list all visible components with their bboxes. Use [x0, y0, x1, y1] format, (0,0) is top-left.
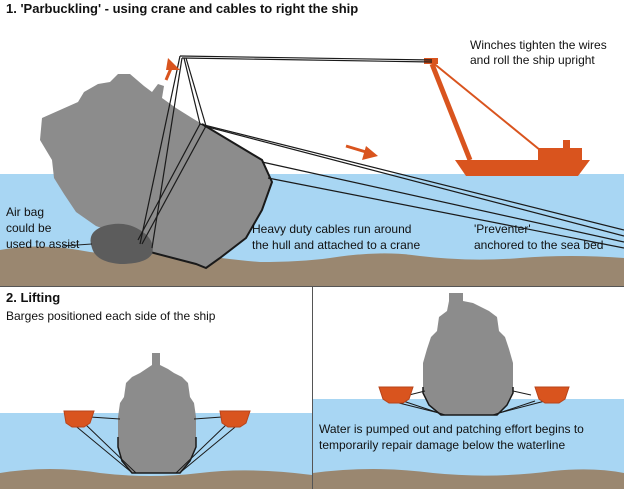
- pumping-panel: Water is pumped out and patching effort …: [313, 287, 624, 489]
- ship-hull-outline: [137, 123, 274, 270]
- panel-2-subtitle: Barges positioned each side of the ship: [6, 309, 216, 323]
- pumping-illustration: [313, 293, 624, 489]
- airbag-label-line-1: Air bag: [6, 205, 45, 219]
- panel-1-title: 1. 'Parbuckling' - using crane and cable…: [6, 1, 359, 16]
- right-barge: [534, 386, 570, 404]
- parbuckling-panel: 1. 'Parbuckling' - using crane and cable…: [0, 0, 624, 286]
- arrow-right-icon: [345, 144, 378, 160]
- lifting-illustration: [0, 353, 312, 489]
- right-barge: [219, 410, 251, 428]
- parbuckling-illustration: [0, 55, 624, 286]
- winch-label-line-1: Winches tighten the wires: [470, 38, 607, 52]
- left-barge: [63, 410, 95, 428]
- sea-bed: [0, 246, 624, 286]
- cables-label-line-2: the hull and attached to a crane: [252, 238, 421, 252]
- pumping-caption-line-1: Water is pumped out and patching effort …: [319, 422, 584, 436]
- ship-hull-outline: [117, 437, 197, 474]
- panel-2-title: 2. Lifting: [6, 290, 61, 305]
- preventer-label-line-2: anchored to the sea bed: [474, 238, 604, 252]
- cables: [137, 55, 624, 249]
- ship-hull-outline: [422, 387, 514, 416]
- winch-label-line-2: and roll the ship upright: [470, 53, 595, 67]
- upright-ship: [118, 353, 196, 473]
- raised-ship: [423, 293, 513, 415]
- air-bag-pointer: [61, 243, 93, 247]
- cables-label-line-1: Heavy duty cables run around: [252, 222, 412, 236]
- arrow-up-icon: [164, 58, 180, 81]
- preventer-label-line-1: 'Preventer': [474, 222, 531, 236]
- sea-bed: [313, 469, 624, 489]
- left-barge: [378, 386, 414, 404]
- cables: [71, 416, 241, 474]
- panel-divider-horizontal: [0, 286, 624, 287]
- airbag-label-line-2: could be: [6, 221, 52, 235]
- panel-divider-vertical: [312, 287, 313, 489]
- air-bag: [90, 223, 153, 264]
- airbag-label-line-3: used to assist: [6, 237, 80, 251]
- sea-bed: [0, 469, 312, 489]
- pumping-caption-line-2: temporarily repair damage below the wate…: [319, 438, 566, 452]
- lifting-panel: 2. Lifting Barges positioned each side o…: [0, 287, 312, 489]
- crane-barge: [424, 58, 590, 176]
